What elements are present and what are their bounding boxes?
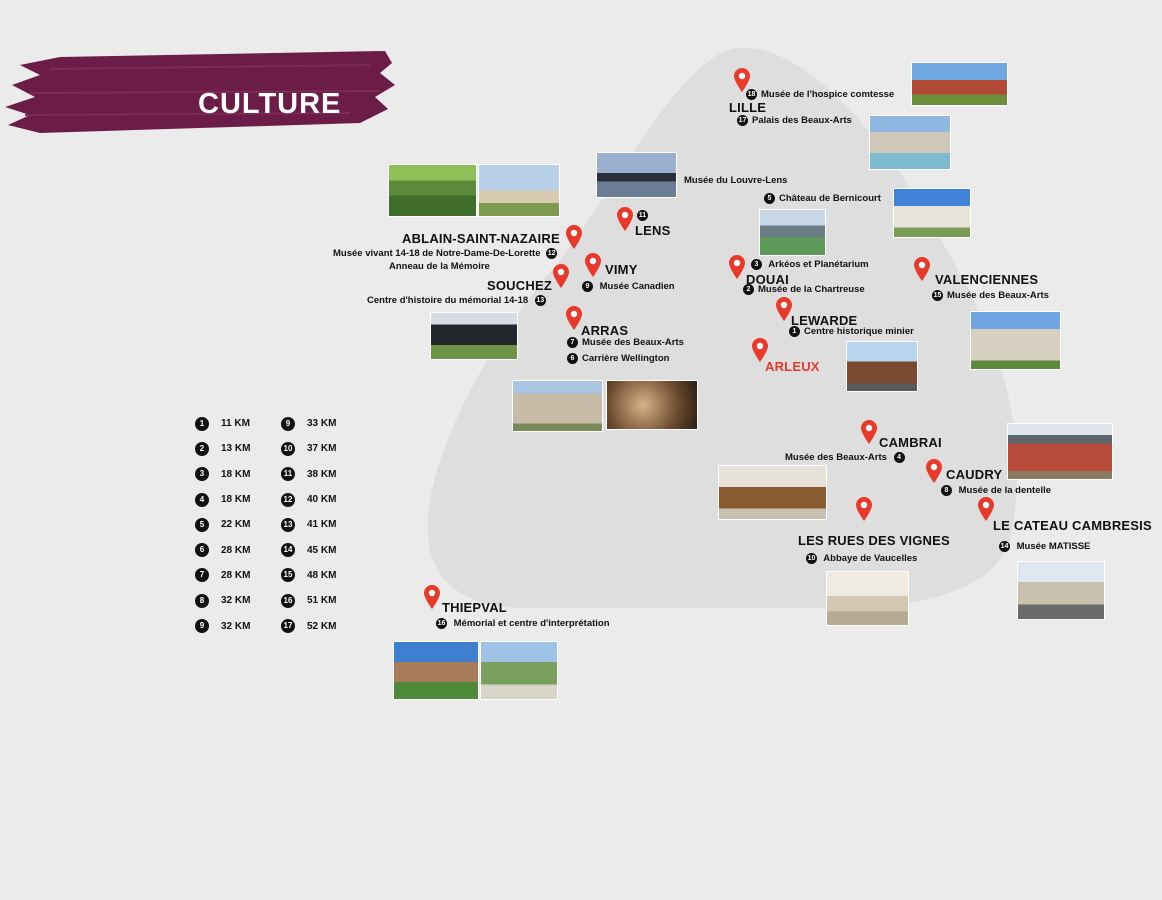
lewarde-pin-icon[interactable] (776, 297, 792, 321)
caudry-pin-icon[interactable] (926, 459, 942, 483)
photo-arkeos (759, 209, 826, 256)
site-label: 3 Arkéos et Planétarium (751, 259, 869, 270)
vimy-pin-icon[interactable] (585, 253, 601, 277)
photo-memorial-souchez (430, 312, 518, 360)
photo-abbaye-vaucelles (826, 571, 909, 626)
town-ablain: ABLAIN-SAINT-NAZAIRE (402, 231, 560, 246)
douai-pin-icon[interactable] (729, 255, 745, 279)
cateau-pin-icon[interactable] (978, 497, 994, 521)
town-arleux: ARLEUX (765, 359, 820, 374)
valenciennes-pin-icon[interactable] (914, 257, 930, 281)
town-vimy: VIMY (605, 262, 638, 277)
photo-hospice-comtesse (911, 62, 1008, 106)
site-label: Anneau de la Mémoire (389, 261, 490, 272)
town-arras: ARRAS (581, 323, 629, 338)
page-title: CULTURE (198, 88, 342, 120)
photo-memorial-thiepval (393, 641, 479, 700)
ablain-pin-icon[interactable] (566, 225, 582, 249)
souchez-pin-icon[interactable] (553, 264, 569, 288)
title-brush-stroke (5, 51, 395, 133)
town-valenciennes: VALENCIENNES (935, 272, 1039, 287)
photo-anneau-memoire (388, 164, 477, 217)
photo-palais-beaux-arts-lille (869, 115, 951, 170)
lens-pin-icon[interactable] (617, 207, 633, 231)
town-douai: DOUAI (746, 272, 789, 287)
site-label: 10 Abbaye de Vaucelles (806, 553, 918, 565)
site-label: Musée des Beaux-Arts 4 (785, 452, 909, 463)
town-cambrai: CAMBRAI (879, 435, 942, 450)
town-cateau: LE CATEAU CAMBRESIS (993, 518, 1152, 533)
town-thiepval: THIEPVAL (442, 600, 507, 615)
town-lille: LILLE (729, 100, 767, 115)
site-label: 11 (637, 210, 648, 221)
site-label: 16 Mémorial et centre d'interprétation (436, 618, 610, 630)
site-label: 8 Musée de la dentelle (941, 485, 1051, 496)
photo-louvre-lens (596, 152, 677, 198)
thiepval-pin-icon[interactable] (424, 585, 440, 609)
arras-pin-icon[interactable] (566, 306, 582, 330)
photo-chateau-bernicourt (893, 188, 971, 238)
photo-beaux-arts-cambrai (718, 465, 827, 520)
photo-notre-dame-lorette (478, 164, 560, 217)
site-label: Musée vivant 14-18 de Notre-Dame-De-Lore… (333, 248, 558, 260)
site-label: Musée du Louvre-Lens (684, 175, 788, 186)
site-label: 14 Musée MATISSE (999, 541, 1091, 553)
photo-musee-matisse (1017, 561, 1105, 620)
photo-carriere-wellington (606, 380, 698, 430)
photo-beaux-arts-arras (512, 380, 603, 432)
town-lewarde: LEWARDE (791, 313, 858, 328)
site-label: 9 Musée Canadien (582, 281, 675, 292)
town-lens: LENS (635, 223, 671, 238)
photo-musee-dentelle (1007, 423, 1113, 480)
cambrai-pin-icon[interactable] (861, 420, 877, 444)
rues-pin-icon[interactable] (856, 497, 872, 521)
town-souchez: SOUCHEZ (487, 278, 552, 293)
photo-beaux-arts-valenciennes (970, 311, 1061, 370)
town-caudry: CAUDRY (946, 467, 1003, 482)
site-label: Centre d'histoire du mémorial 14-18 13 (367, 295, 546, 307)
town-rues: LES RUES DES VIGNES (798, 533, 950, 548)
photo-centre-minier (846, 341, 918, 392)
photo-centre-interpretation (480, 641, 558, 700)
